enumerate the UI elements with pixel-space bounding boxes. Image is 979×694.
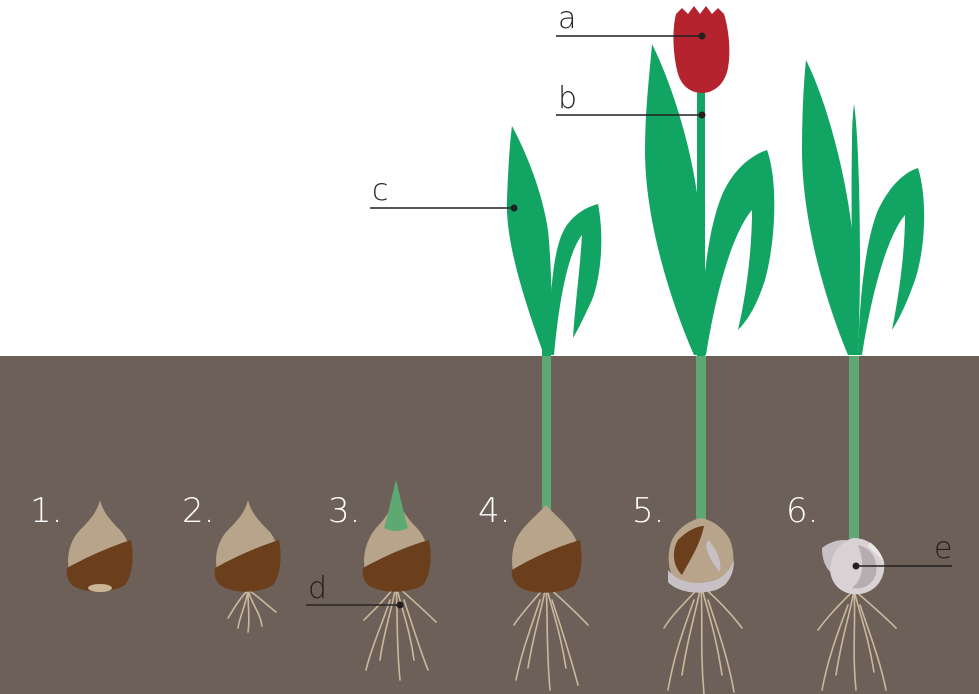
tulip-flower — [673, 6, 730, 93]
stage-5-right-leaf — [700, 150, 775, 355]
callout-b-letter: b — [558, 81, 577, 116]
callout-d-letter: d — [308, 571, 327, 606]
stage-6-middle-leaf — [851, 104, 860, 355]
callout-a: a — [556, 1, 706, 40]
callout-e-letter: e — [934, 531, 952, 566]
stage-4-stem-above — [542, 300, 551, 356]
stage-4-bulb — [511, 505, 589, 691]
stage-3-number: 3. — [328, 491, 360, 531]
stage-5-plant — [645, 6, 775, 556]
callout-a-dot — [698, 32, 706, 40]
callout-d-dot — [396, 601, 404, 609]
stage-4-number: 4. — [478, 491, 510, 531]
stage-2-number: 2. — [182, 491, 214, 531]
stage-5-stem-below — [696, 356, 706, 556]
stage-4-right-leaf — [548, 204, 602, 355]
stage-4-stem-below — [542, 356, 551, 526]
stage-4-left-leaf — [506, 126, 552, 355]
stage-6-stem-below — [849, 356, 859, 556]
stage-5-flower-stem — [697, 88, 705, 356]
callout-c: c — [370, 173, 518, 212]
stage-2-bulb — [214, 500, 281, 633]
callout-c-letter: c — [372, 173, 389, 208]
stage-6-right-leaf — [858, 168, 925, 355]
stage-5-number: 5. — [632, 491, 664, 531]
callout-e-dot — [852, 562, 860, 570]
callout-e: e — [852, 531, 952, 570]
callout-a-letter: a — [558, 1, 576, 36]
stage-6-plant — [802, 60, 925, 556]
stage-1-number: 1. — [30, 491, 62, 531]
callout-d: d — [306, 571, 404, 609]
stage-5-bulb — [663, 518, 743, 694]
callout-b: b — [556, 81, 706, 119]
soil — [0, 356, 979, 694]
callout-c-dot — [510, 204, 518, 212]
stage-1-bulb — [66, 500, 133, 592]
stage-5-left-leaf — [645, 44, 703, 355]
stage-6-left-leaf — [802, 60, 856, 355]
stage-4-plant — [506, 126, 602, 526]
callout-b-dot — [698, 111, 706, 119]
stage-6-number: 6. — [786, 491, 818, 531]
stage-3-bulb — [362, 480, 437, 681]
